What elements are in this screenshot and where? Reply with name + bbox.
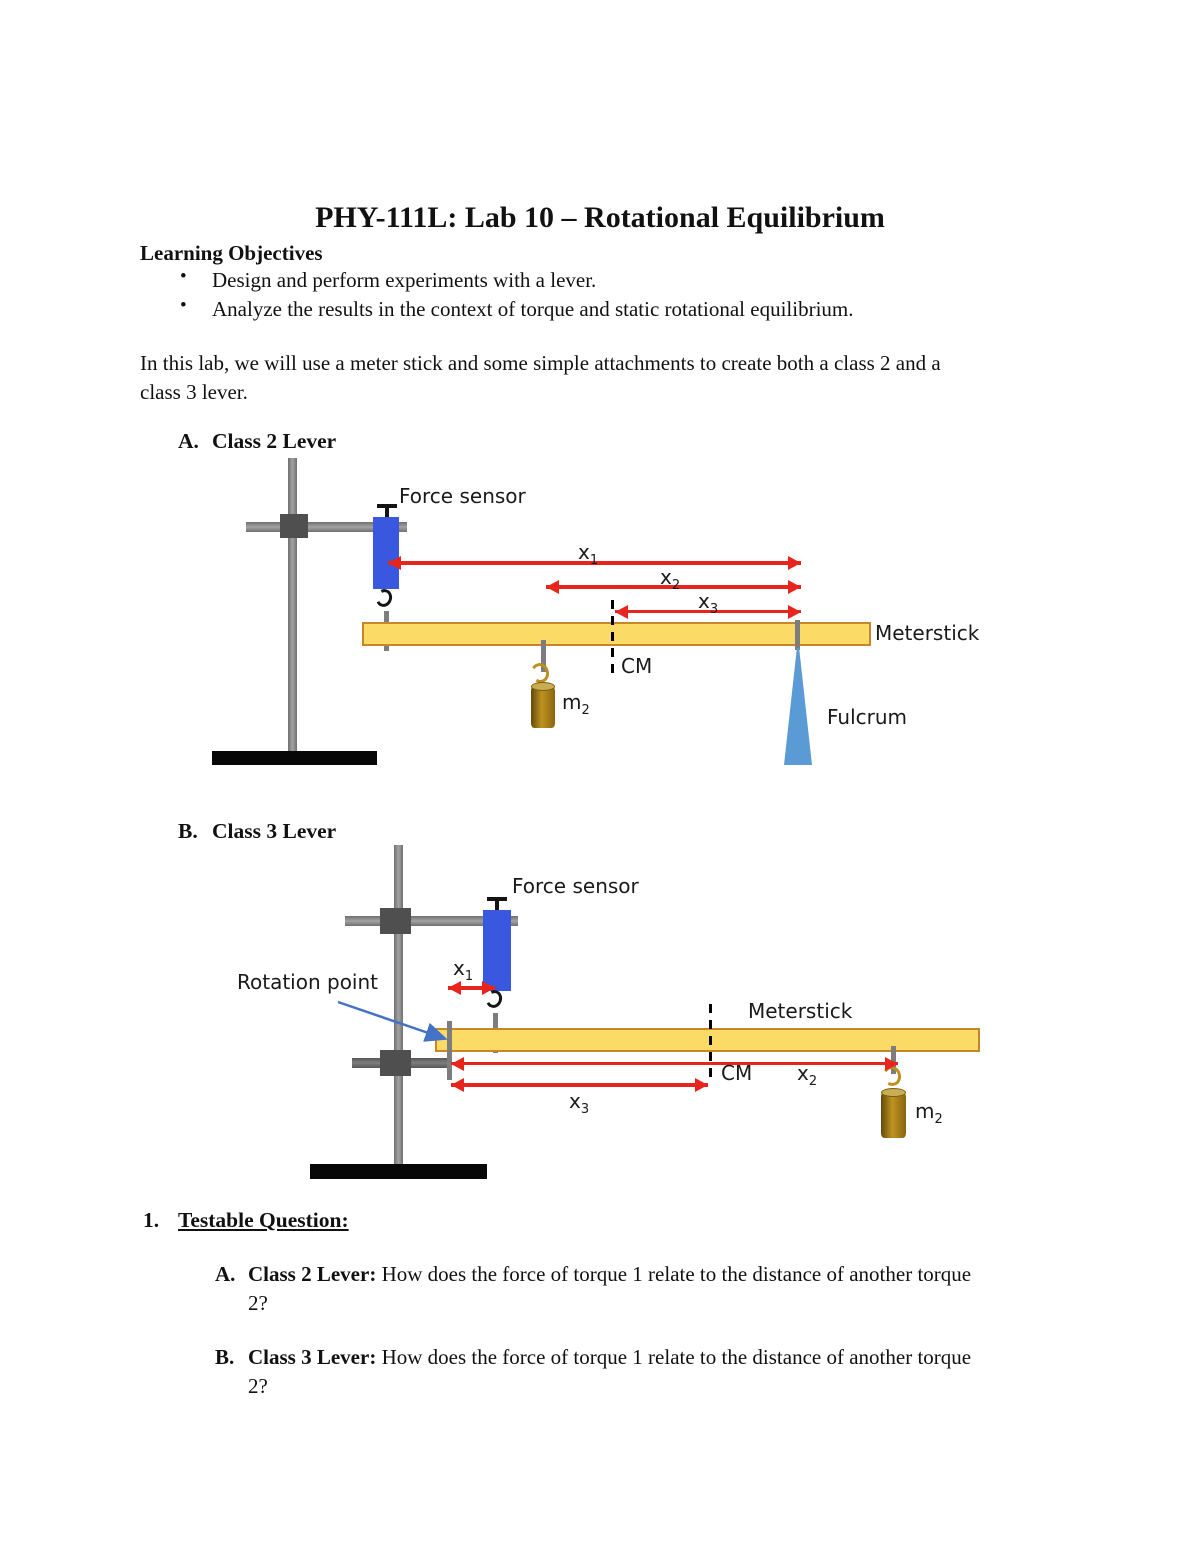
stand-cross-arm: [246, 522, 407, 532]
weight-pin: [541, 640, 546, 672]
label-m2-base: m: [562, 690, 582, 714]
question-title: Testable Question:: [178, 1208, 349, 1232]
objective-item: • Analyze the results in the context of …: [140, 295, 854, 322]
label-m2-sub: 2: [581, 703, 590, 718]
learning-objectives-heading: Learning Objectives: [140, 241, 323, 265]
label-x3-sub: 3: [580, 1102, 590, 1117]
cm-dashed-line: [611, 600, 614, 675]
force-sensor: [483, 910, 511, 991]
label-x1-base: x: [578, 540, 590, 564]
meterstick: [435, 1028, 980, 1052]
question-item-a: A. Class 2 Lever: How does the force of …: [215, 1260, 1078, 1318]
sensor-mount-stem: [385, 508, 389, 518]
page-title: PHY-111L: Lab 10 – Rotational Equilibriu…: [315, 201, 885, 235]
testable-question-heading: 1. Testable Question:: [143, 1208, 349, 1233]
item-label: Class 3 Lever:: [248, 1345, 377, 1369]
weight-m2: [531, 682, 555, 728]
label-m2-base: m: [915, 1099, 935, 1123]
section-a-heading: A. Class 2 Lever: [178, 429, 336, 454]
label-x1-base: x: [453, 956, 465, 980]
item-number: A.: [215, 1262, 236, 1286]
sensor-hook-icon: [373, 586, 395, 610]
bullet-icon: •: [180, 266, 187, 287]
item-line: How does the force of torque 1 relate to…: [381, 1345, 972, 1369]
force-sensor: [373, 517, 399, 589]
label-m2: m2: [562, 690, 590, 718]
label-meterstick: Meterstick: [748, 999, 853, 1023]
stand-base: [212, 751, 377, 765]
label-x1-sub: 1: [464, 969, 474, 984]
label-meterstick: Meterstick: [875, 621, 980, 645]
stand-rod: [288, 458, 297, 753]
stand-rod: [394, 845, 403, 1167]
label-cm: CM: [621, 654, 653, 678]
sensor-mount-icon: [487, 897, 507, 901]
rotation-pin: [447, 1021, 452, 1080]
stand-base: [310, 1164, 487, 1179]
stand-cross-arm-upper: [345, 916, 518, 926]
label-m2-sub: 2: [934, 1112, 943, 1127]
label-x3-sub: 3: [709, 602, 719, 617]
item-number: B.: [215, 1345, 235, 1369]
section-b-number: B.: [178, 819, 198, 843]
label-x3-base: x: [698, 589, 710, 613]
item-line: 2?: [248, 1374, 268, 1398]
bullet-icon: •: [180, 295, 187, 316]
label-x1-sub: 1: [589, 553, 599, 568]
objective-item: • Design and perform experiments with a …: [140, 266, 597, 293]
label-force-sensor: Force sensor: [399, 484, 526, 508]
arrow-x2: [451, 1062, 898, 1065]
label-m2: m2: [915, 1099, 943, 1127]
label-force-sensor: Force sensor: [512, 874, 639, 898]
arrow-x1: [388, 561, 801, 565]
rod-clamp: [280, 514, 308, 538]
intro-line: class 3 lever.: [140, 380, 248, 404]
label-x3: x3: [698, 589, 718, 617]
sensor-mount-stem: [495, 901, 499, 911]
rotation-point-arrow-icon: [337, 1000, 448, 1042]
label-x2-base: x: [660, 565, 672, 589]
weight-m2: [881, 1088, 906, 1138]
label-x3: x3: [569, 1089, 589, 1117]
section-a-title: Class 2 Lever: [212, 429, 337, 453]
fulcrum-pin: [795, 620, 800, 650]
label-rotation-point: Rotation point: [237, 970, 379, 994]
label-x2: x2: [660, 565, 680, 593]
item-text: Class 3 Lever: How does the force of tor…: [248, 1343, 1078, 1401]
label-x3-base: x: [569, 1089, 581, 1113]
fulcrum: [784, 648, 812, 765]
question-number: 1.: [143, 1208, 160, 1232]
label-x1: x1: [453, 956, 473, 984]
item-text: Class 2 Lever: How does the force of tor…: [248, 1260, 1078, 1318]
section-a-number: A.: [178, 429, 199, 453]
label-x1: x1: [578, 540, 598, 568]
sensor-mount-icon: [377, 504, 397, 508]
item-line: How does the force of torque 1 relate to…: [381, 1262, 972, 1286]
item-label: Class 2 Lever:: [248, 1262, 377, 1286]
objective-text: Design and perform experiments with a le…: [212, 268, 597, 292]
rod-clamp-lower: [380, 1050, 411, 1076]
question-item-b: B. Class 3 Lever: How does the force of …: [215, 1343, 1078, 1401]
arrow-x3: [615, 610, 801, 613]
intro-line: In this lab, we will use a meter stick a…: [140, 351, 941, 375]
section-b-title: Class 3 Lever: [212, 819, 337, 843]
arrow-x1: [448, 986, 495, 990]
rod-clamp-upper: [380, 908, 411, 934]
arrow-x3: [451, 1083, 708, 1087]
section-b-heading: B. Class 3 Lever: [178, 819, 336, 844]
label-cm: CM: [721, 1061, 753, 1085]
arrow-x2: [546, 585, 801, 589]
label-x2-sub: 2: [671, 578, 681, 593]
label-fulcrum: Fulcrum: [827, 705, 908, 729]
label-x2-sub: 2: [808, 1074, 818, 1089]
intro-paragraph: In this lab, we will use a meter stick a…: [140, 349, 1060, 407]
label-x2-base: x: [797, 1061, 809, 1085]
meterstick: [362, 622, 871, 646]
item-line: 2?: [248, 1291, 268, 1315]
label-x2: x2: [797, 1061, 817, 1089]
cm-dashed-line: [709, 1004, 712, 1080]
objective-text: Analyze the results in the context of to…: [212, 297, 854, 321]
